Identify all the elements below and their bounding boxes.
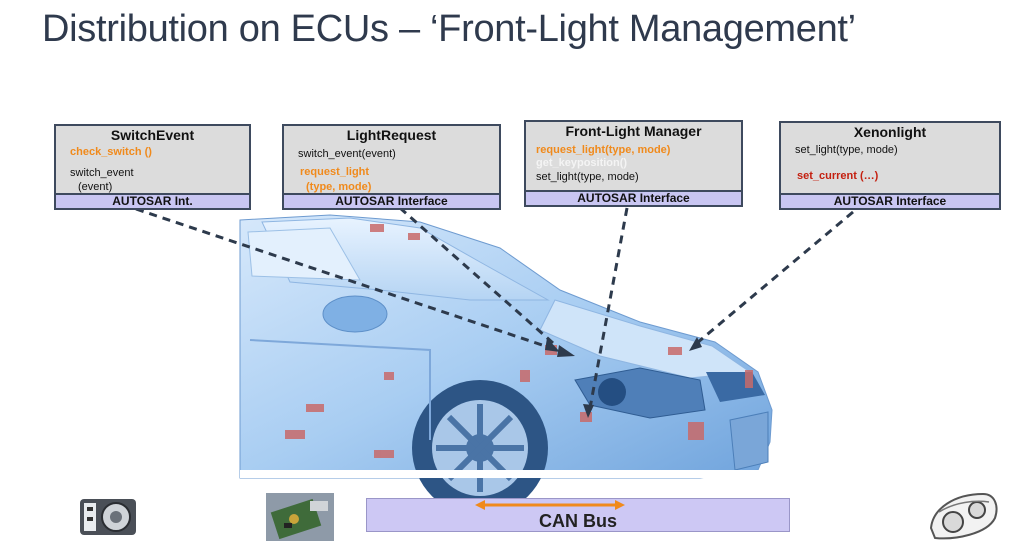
component-switchevent: SwitchEvent check_switch () switch_event…: [54, 124, 251, 195]
component-method: set_light(type, mode): [536, 171, 639, 183]
component-method: set_light(type, mode): [795, 144, 898, 156]
autosar-interface-bar: AUTOSAR Interface: [779, 193, 1001, 210]
component-xenonlight: Xenonlight set_light(type, mode) set_cur…: [779, 121, 1001, 195]
can-bus-label: CAN Bus: [538, 511, 617, 531]
autosar-interface-bar: AUTOSAR Int.: [54, 193, 251, 210]
autosar-interface-bar: AUTOSAR Interface: [282, 193, 501, 210]
component-method: switch_event(event): [298, 148, 396, 160]
light-switch-icon: [80, 499, 136, 535]
page-title: Distribution on ECUs – ‘Front-Light Mana…: [42, 8, 856, 50]
component-title: LightRequest: [346, 127, 437, 143]
headlamp-icon: [929, 492, 998, 540]
component-method: switch_event: [70, 167, 134, 179]
component-method: check_switch (): [70, 146, 152, 158]
autosar-interface-bar: AUTOSAR Interface: [524, 190, 743, 207]
component-title: Xenonlight: [853, 124, 927, 140]
component-lightrequest: LightRequest switch_event(event) request…: [282, 124, 501, 195]
ecu-board-icon: [266, 493, 334, 541]
component-method: set_current (…): [797, 170, 879, 182]
component-front-light-manager: Front-Light Manager request_light(type, …: [524, 120, 743, 192]
component-method: request_light(type, mode): [536, 144, 671, 156]
component-method: (type, mode): [306, 181, 372, 193]
component-method: get_keyposition(): [536, 157, 628, 169]
component-method: request_light: [300, 166, 370, 178]
component-title: SwitchEvent: [110, 127, 195, 143]
can-bus: CAN Bus: [366, 498, 790, 532]
component-method: (event): [78, 181, 113, 193]
component-title: Front-Light Manager: [565, 123, 702, 139]
bidirectional-arrow-icon: [475, 500, 625, 510]
